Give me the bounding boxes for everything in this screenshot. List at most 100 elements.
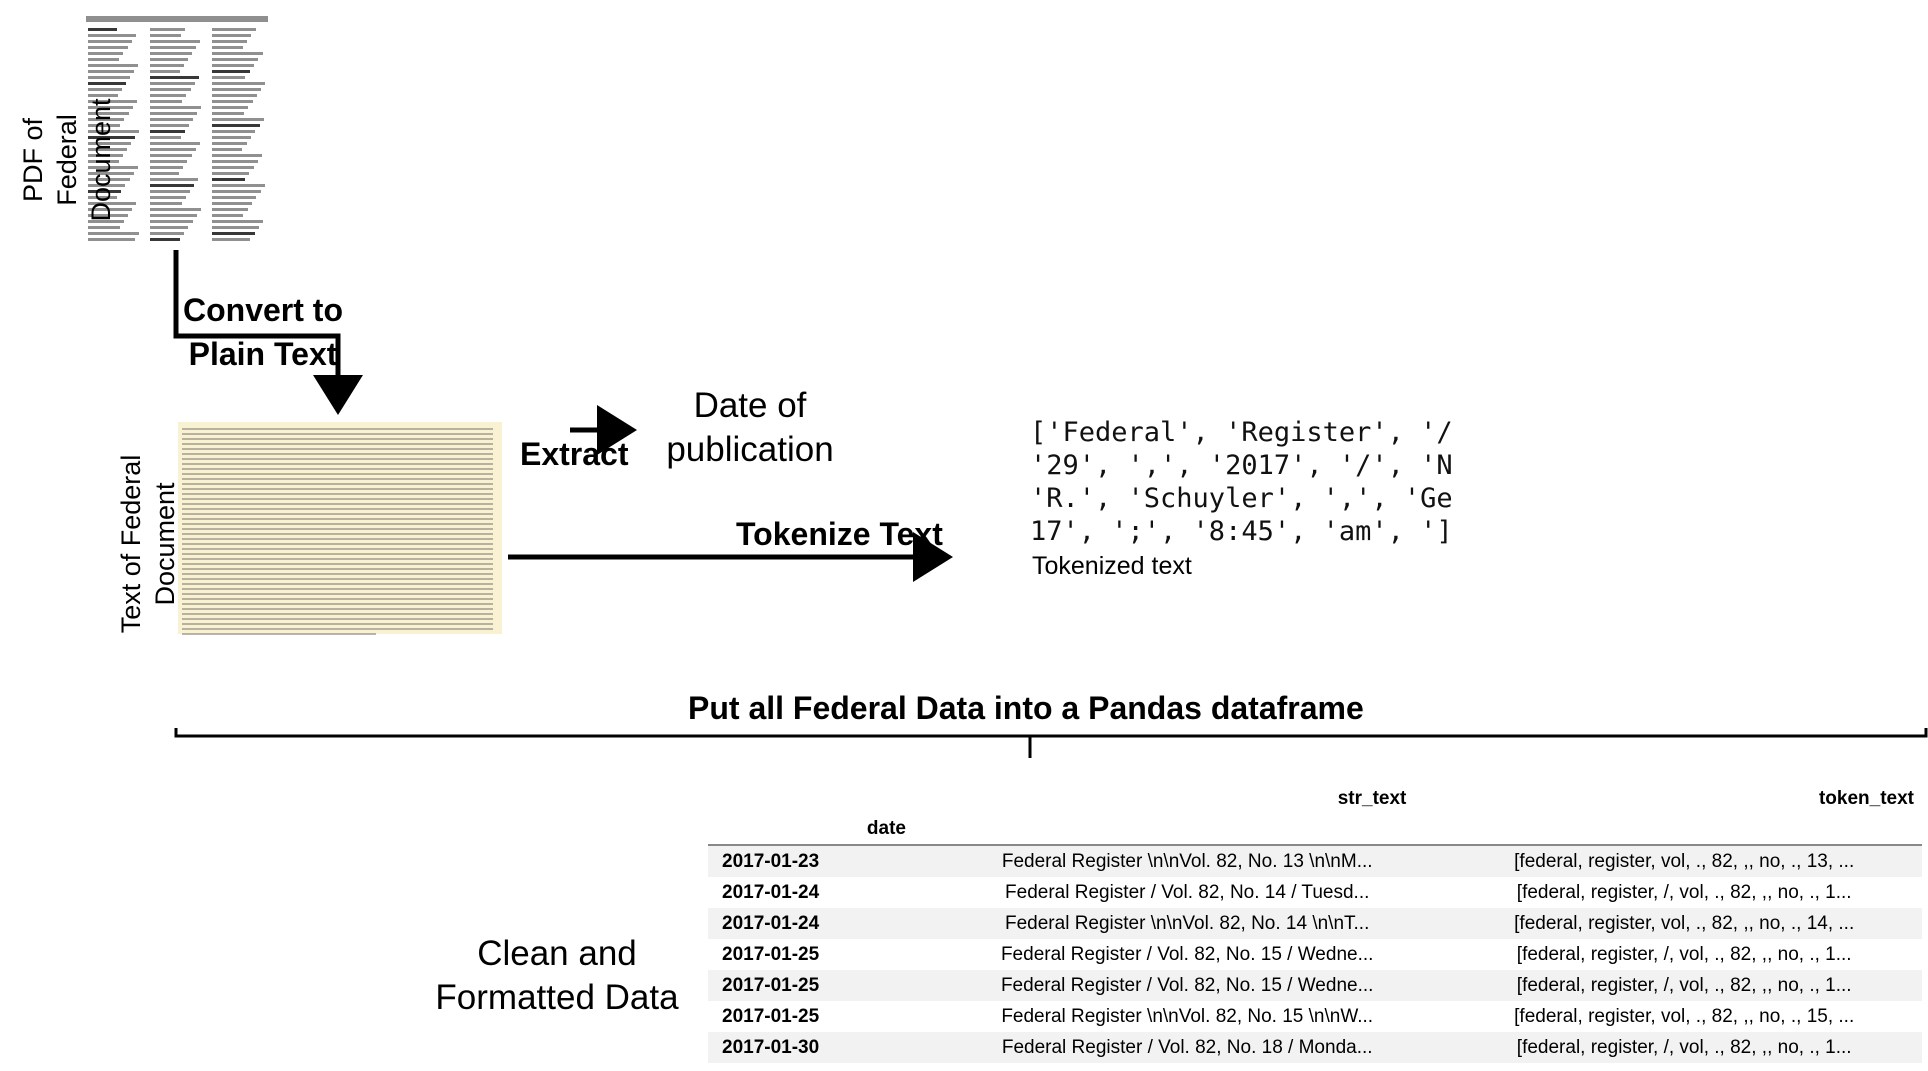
- text-line: [182, 598, 494, 600]
- text-line: [182, 523, 494, 525]
- table-row: 2017-01-30 Federal Register / Vol. 82, No…: [708, 1032, 1922, 1063]
- text-line: [182, 473, 494, 475]
- text-line: [182, 563, 494, 565]
- row-token-text: [federal, register, /, vol, ., 82, ,, no…: [1516, 881, 1852, 903]
- table-row: 2017-01-24 Federal Register \n\nVol. 82, …: [708, 908, 1922, 939]
- text-line: [182, 493, 494, 495]
- pdf-header-bar: [86, 16, 268, 22]
- empty-header-cell: [928, 814, 1446, 845]
- date-of-publication-label: Date of publication: [666, 386, 834, 469]
- text-line: [182, 583, 494, 585]
- row-str-text: Federal Register / Vol. 82, No. 14 / Tue…: [1005, 881, 1370, 903]
- row-token-text: [federal, register, /, vol, ., 82, ,, no…: [1516, 1036, 1852, 1058]
- row-date: 2017-01-24: [722, 881, 820, 903]
- text-line: [182, 528, 494, 530]
- column-header-str-text: str_text: [1337, 788, 1407, 809]
- pdf-text-column: [150, 28, 202, 242]
- convert-label: Convert to Plain Text: [183, 292, 343, 372]
- table-row: 2017-01-23 Federal Register \n\nVol. 82, …: [708, 845, 1922, 877]
- dataframe-brace: [174, 728, 1928, 738]
- text-line: [182, 458, 494, 460]
- text-line: [182, 488, 494, 490]
- row-str-text: Federal Register \n\nVol. 82, No. 13 \n\…: [1001, 850, 1373, 872]
- text-line: [182, 518, 494, 520]
- empty-header-cell: [1446, 814, 1922, 845]
- row-str-text: Federal Register / Vol. 82, No. 18 / Mon…: [1001, 1036, 1373, 1058]
- text-line: [182, 548, 494, 550]
- row-date: 2017-01-25: [722, 943, 820, 965]
- dataframe-index-row: date: [708, 814, 1922, 845]
- row-token-text: [federal, register, vol, ., 82, ,, no, .…: [1514, 850, 1855, 872]
- row-date: 2017-01-23: [722, 850, 820, 872]
- convert-arrow: [173, 250, 363, 415]
- text-document-thumbnail: [178, 422, 502, 635]
- pdf-document-thumbnail: [84, 14, 270, 246]
- row-token-text: [federal, register, /, vol, ., 82, ,, no…: [1516, 943, 1852, 965]
- pdf-text-column: [212, 28, 266, 242]
- text-line: [182, 593, 494, 595]
- text-line: [182, 438, 494, 440]
- text-line: [182, 558, 494, 560]
- row-str-text: Federal Register \n\nVol. 82, No. 14 \n\…: [1005, 912, 1370, 934]
- corner-cell: [708, 784, 928, 814]
- index-header-date: date: [866, 818, 906, 839]
- table-row: 2017-01-25 Federal Register / Vol. 82, No…: [708, 970, 1922, 1001]
- table-row: 2017-01-25 Federal Register \n\nVol. 82, …: [708, 1001, 1922, 1032]
- row-token-text: [federal, register, vol, ., 82, ,, no, .…: [1514, 912, 1855, 934]
- text-line: [182, 618, 494, 620]
- pdf-text-column: [88, 28, 140, 242]
- dataframe-header-row: str_text token_text: [708, 784, 1922, 814]
- row-str-text: Federal Register / Vol. 82, No. 15 / Wed…: [1000, 943, 1374, 965]
- text-line: [182, 613, 494, 615]
- text-line: [182, 633, 377, 635]
- text-line: [182, 533, 494, 535]
- text-line: [182, 508, 494, 510]
- text-line: [182, 538, 494, 540]
- text-line: [182, 603, 494, 605]
- table-row: 2017-01-24 Federal Register / Vol. 82, No…: [708, 877, 1922, 908]
- text-line: [182, 453, 494, 455]
- text-line: [182, 483, 494, 485]
- put-all-label: Put all Federal Data into a Pandas dataf…: [688, 690, 1364, 726]
- token-sample: ['Federal', 'Register', '/ '29', ',', '2…: [1030, 417, 1453, 547]
- text-line: [182, 553, 494, 555]
- row-date: 2017-01-24: [722, 912, 820, 934]
- row-token-text: [federal, register, vol, ., 82, ,, no, .…: [1514, 1005, 1855, 1027]
- text-line: [182, 623, 494, 625]
- text-line: [182, 513, 494, 515]
- text-line: [182, 468, 494, 470]
- text-line: [182, 443, 494, 445]
- row-date: 2017-01-25: [722, 1005, 820, 1027]
- tokenize-label: Tokenize Text: [736, 516, 943, 552]
- text-line: [182, 573, 494, 575]
- text-line: [182, 568, 494, 570]
- tokenized-text-caption: Tokenized text: [1032, 552, 1198, 581]
- text-line: [182, 478, 494, 480]
- text-line: [182, 503, 494, 505]
- row-str-text: Federal Register \n\nVol. 82, No. 15 \n\…: [1001, 1005, 1374, 1027]
- text-document-label: Text of Federal Document: [116, 454, 180, 634]
- row-date: 2017-01-25: [722, 974, 820, 996]
- row-token-text: [federal, register, /, vol, ., 82, ,, no…: [1516, 974, 1852, 996]
- row-date: 2017-01-30: [722, 1036, 820, 1058]
- extract-label: Extract: [520, 436, 629, 472]
- clean-formatted-label: Clean and Formatted Data: [435, 934, 679, 1017]
- text-line: [182, 433, 494, 435]
- text-line: [182, 628, 494, 630]
- text-line: [182, 463, 494, 465]
- text-line: [182, 608, 494, 610]
- row-str-text: Federal Register / Vol. 82, No. 15 / Wed…: [1000, 974, 1374, 996]
- text-line: [182, 588, 494, 590]
- column-header-token-text: token_text: [1818, 788, 1914, 809]
- text-line: [182, 543, 494, 545]
- text-line: [182, 578, 494, 580]
- table-row: 2017-01-25 Federal Register / Vol. 82, No…: [708, 939, 1922, 970]
- pdf-document-label: PDF of Federal Document: [18, 98, 116, 222]
- text-line: [182, 498, 494, 500]
- text-line: [182, 428, 494, 430]
- text-line: [182, 448, 494, 450]
